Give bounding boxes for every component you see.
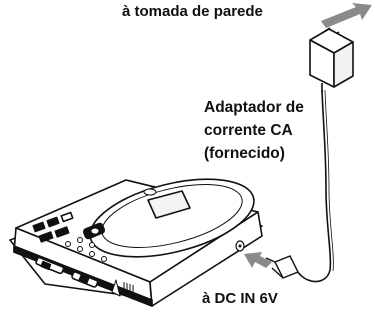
adapter-label-line-1: Adaptador de [204, 99, 304, 116]
ac-adapter-icon [309, 27, 354, 92]
adapter-label: Adaptador de corrente CA (fornecido) [204, 96, 304, 165]
wall-outlet-label: à tomada de parede [122, 3, 263, 20]
dc-in-label: à DC IN 6V [202, 290, 278, 307]
dc-arrow-icon [244, 252, 272, 268]
power-cable [293, 89, 332, 283]
dc-plug-icon [265, 255, 299, 279]
adapter-label-line-2: corrente CA [204, 122, 293, 139]
adapter-label-line-3: (fornecido) [204, 145, 285, 162]
wall-arrow-icon [321, 3, 372, 28]
md-player-icon [9, 178, 263, 307]
